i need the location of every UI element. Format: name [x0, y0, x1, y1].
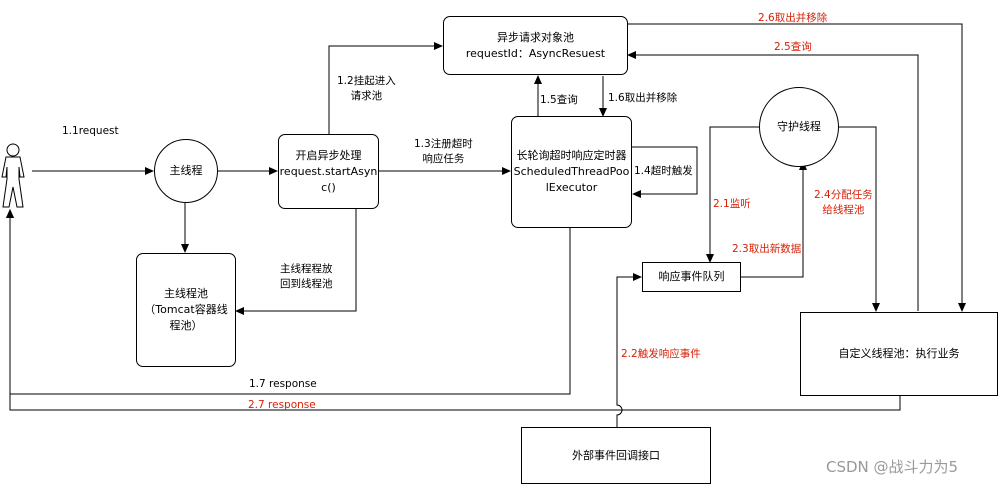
- label-remove-26: 2.6取出并移除: [758, 12, 828, 24]
- scheduler-label: 长轮询超时响应定时器 ScheduledThreadPoo lExecutor: [513, 149, 630, 194]
- external-callback-node: 外部事件回调接口: [521, 427, 711, 484]
- label-assign-24: 2.4分配任务 给线程池: [814, 189, 873, 216]
- scheduler-node: 长轮询超时响应定时器 ScheduledThreadPoo lExecutor: [511, 116, 632, 228]
- main-thread-label: 主线程: [169, 164, 203, 177]
- label-trigger-22: 2.2触发响应事件: [621, 348, 701, 360]
- edge-remove-26: [628, 23, 966, 312]
- guard-thread-node: 守护线程: [759, 87, 839, 167]
- label-query-25: 2.5查询: [774, 41, 812, 53]
- main-thread-pool-label: 主线程池 （Tomcat容器线 程池）: [144, 287, 228, 332]
- person-icon: [1, 143, 25, 208]
- edge-release: [235, 209, 357, 315]
- edge-trigger-22: [616, 273, 642, 427]
- start-async-node: 开启异步处理 request.startAsyn c(): [278, 134, 379, 209]
- main-thread-node: 主线程: [154, 139, 218, 203]
- edge-timeout-self: [632, 146, 698, 198]
- label-request: 1.1request: [62, 125, 119, 137]
- custom-pool-label: 自定义线程池：执行业务: [838, 347, 960, 360]
- external-callback-label: 外部事件回调接口: [572, 448, 660, 462]
- label-response-27: 2.7 response: [248, 399, 316, 411]
- watermark: CSDN @战斗力为5: [826, 458, 959, 476]
- edge-query-25: [627, 51, 919, 311]
- edge-suspend: [328, 42, 443, 134]
- start-async-label: 开启异步处理 request.startAsyn c(): [279, 148, 378, 194]
- label-remove-16: 1.6取出并移除: [608, 92, 678, 104]
- guard-thread-label: 守护线程: [777, 120, 821, 133]
- edge-fetch-23: [740, 161, 807, 278]
- request-pool-node: 异步请求对象池 requestId：AsyncResuest: [443, 16, 628, 75]
- edge-assign-24: [838, 126, 880, 312]
- label-register: 1.3注册超时 响应任务: [414, 138, 473, 165]
- label-listen-21: 2.1监听: [713, 198, 751, 210]
- label-timeout: 1.4超时触发: [634, 165, 693, 177]
- label-fetch-23: 2.3取出新数据: [732, 243, 802, 255]
- label-query-15: 1.5查询: [540, 94, 578, 106]
- edge-listen-21: [706, 126, 759, 263]
- custom-pool-node: 自定义线程池：执行业务: [800, 312, 998, 396]
- label-release: 主线程程放 回到线程池: [280, 263, 333, 290]
- request-pool-label: 异步请求对象池 requestId：AsyncResuest: [465, 30, 606, 60]
- edge-response-27: [5, 209, 901, 411]
- event-queue-label: 响应事件队列: [658, 270, 725, 283]
- event-queue-node: 响应事件队列: [642, 262, 741, 292]
- label-response-17: 1.7 response: [249, 378, 317, 390]
- edge-response-17: [5, 209, 571, 395]
- main-thread-pool-node: 主线程池 （Tomcat容器线 程池）: [136, 253, 236, 367]
- label-suspend: 1.2挂起进入 请求池: [337, 75, 396, 102]
